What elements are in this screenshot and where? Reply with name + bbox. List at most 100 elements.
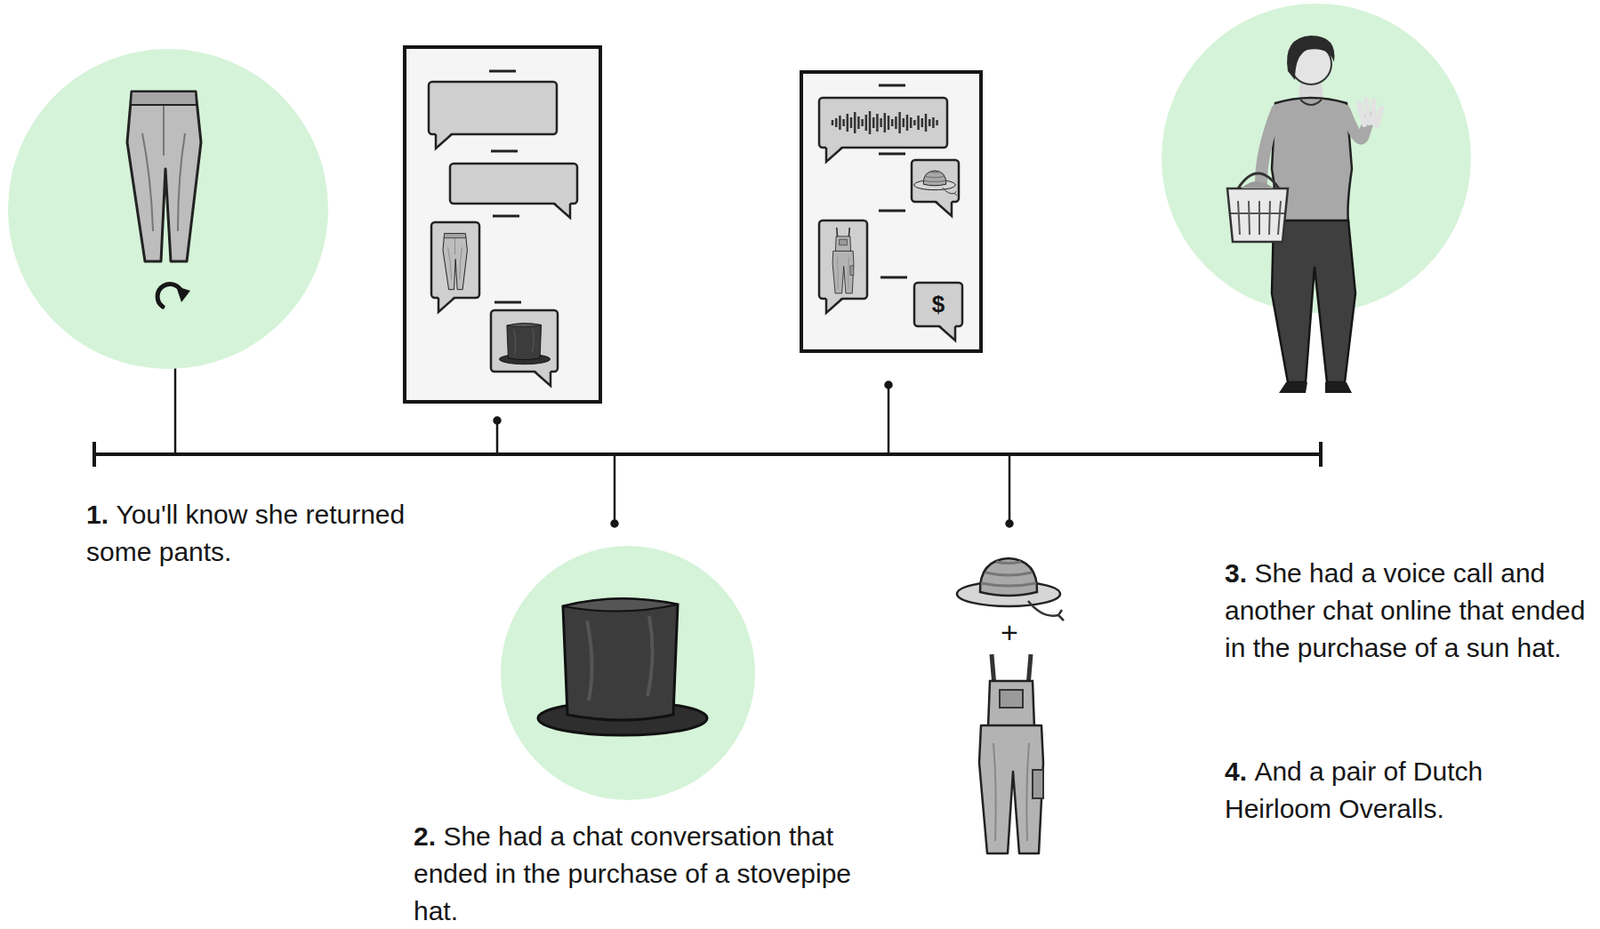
spacer (108, 499, 116, 530)
customer-figure (1271, 220, 1356, 383)
spacer (435, 821, 443, 852)
phone-chat-two (928, 119, 932, 127)
chat-bubble (819, 220, 868, 314)
timeline-axis (92, 442, 97, 467)
timeline-stems (885, 382, 893, 389)
chat-bubble (450, 163, 578, 218)
timeline-note: 2. She had a chat conversation that ende… (413, 818, 859, 929)
sender-mark (492, 215, 520, 218)
timeline-stems (1008, 454, 1012, 524)
callout-number: 4. (1224, 756, 1247, 787)
stovepipe-hat-icon (500, 546, 756, 801)
spacer (1246, 558, 1255, 588)
chat-bubble (819, 97, 948, 148)
chat-bubble (435, 132, 452, 149)
phone-chat-two (850, 117, 853, 129)
overalls-icon (979, 654, 1044, 854)
phone-chat-two (906, 114, 909, 131)
callout-number: 2. (413, 821, 436, 852)
timeline-axis (1318, 442, 1323, 467)
phone-chat-one (404, 47, 601, 403)
phone-chat-two (891, 119, 894, 127)
chat-bubble (911, 160, 959, 217)
pants-returned-icon (176, 286, 191, 303)
phone-chat-two (916, 115, 920, 130)
plus-sign: + (1000, 615, 1019, 651)
timeline-note: 3. She had a voice call and another chat… (1224, 554, 1594, 668)
timeline-stems (494, 418, 501, 425)
chat-bubble (914, 282, 963, 327)
note-text: You'll know she returned some pants. (86, 499, 405, 567)
customer-figure (1358, 99, 1382, 126)
timeline-stems (613, 454, 617, 524)
customer-figure (1161, 3, 1472, 394)
phone-chat-two (853, 112, 857, 134)
phone-chat-two (932, 117, 935, 129)
sender-mark (490, 150, 518, 153)
phone-chat-two (879, 118, 883, 128)
sender-mark (880, 276, 908, 280)
chat-bubble (428, 81, 557, 149)
phone-chat-two (876, 113, 879, 132)
timeline-stems (174, 355, 177, 455)
customer-figure (1238, 173, 1279, 189)
sender-mark (494, 301, 522, 305)
chat-bubble (554, 201, 571, 218)
price-symbol: $ (932, 290, 945, 319)
chat-bubble (428, 81, 557, 135)
customer-figure (1241, 181, 1274, 189)
chat-bubble (939, 326, 956, 341)
phone-chat-one (499, 323, 551, 365)
pants-returned-icon (8, 48, 329, 370)
phone-chat-two (894, 116, 898, 129)
chat-bubble (490, 310, 558, 372)
note-text: She had a voice call and another chat on… (1224, 558, 1585, 663)
callout-number: 1. (86, 499, 109, 530)
customer-figure (1261, 110, 1278, 184)
timeline-stems (496, 420, 499, 455)
overalls-icon (979, 654, 1044, 854)
timeline-note: 1. You'll know she returned some pants. (86, 496, 425, 571)
chat-bubble (819, 97, 948, 162)
phone-chat-two (935, 120, 939, 126)
phone-chat-two (801, 72, 981, 352)
phone-chat-two (835, 118, 838, 128)
phone-chat-two (884, 112, 887, 133)
phone-chat-two (832, 111, 938, 135)
timeline-axis (94, 452, 1321, 457)
timeline-stems (611, 521, 619, 528)
stovepipe-hat-icon (500, 546, 756, 801)
chat-bubble (438, 297, 455, 313)
sun-hat-icon (956, 558, 1064, 621)
customer-figure (1227, 188, 1288, 242)
chat-bubble (935, 201, 952, 217)
chat-bubble (826, 297, 843, 314)
phone-chat-two (838, 115, 842, 130)
chat-bubble (435, 134, 452, 149)
phone-chat-two (902, 118, 906, 128)
phone-chat-one (428, 71, 578, 386)
customer-figure (1286, 35, 1335, 81)
phone-chat-two (846, 113, 850, 132)
sender-mark (878, 209, 906, 213)
chat-bubble (826, 145, 843, 162)
sender-mark (489, 70, 516, 73)
chat-bubble (911, 160, 959, 202)
chat-bubble (826, 298, 843, 314)
customer-figure (1278, 382, 1352, 394)
timeline-stems (1006, 521, 1014, 528)
phone-chat-two (921, 118, 925, 128)
stovepipe-hat-icon (538, 598, 708, 736)
pants-returned-icon (8, 48, 329, 370)
chat-bubble (939, 324, 956, 341)
spacer (1246, 756, 1255, 787)
phone-chat-two (909, 117, 913, 129)
phone-chat-two (865, 114, 869, 131)
chat-bubble (438, 296, 455, 313)
phone-chat-two (924, 113, 928, 132)
sender-mark (878, 152, 906, 156)
phone-chat-two (872, 117, 876, 129)
customer-figure (1230, 201, 1285, 235)
